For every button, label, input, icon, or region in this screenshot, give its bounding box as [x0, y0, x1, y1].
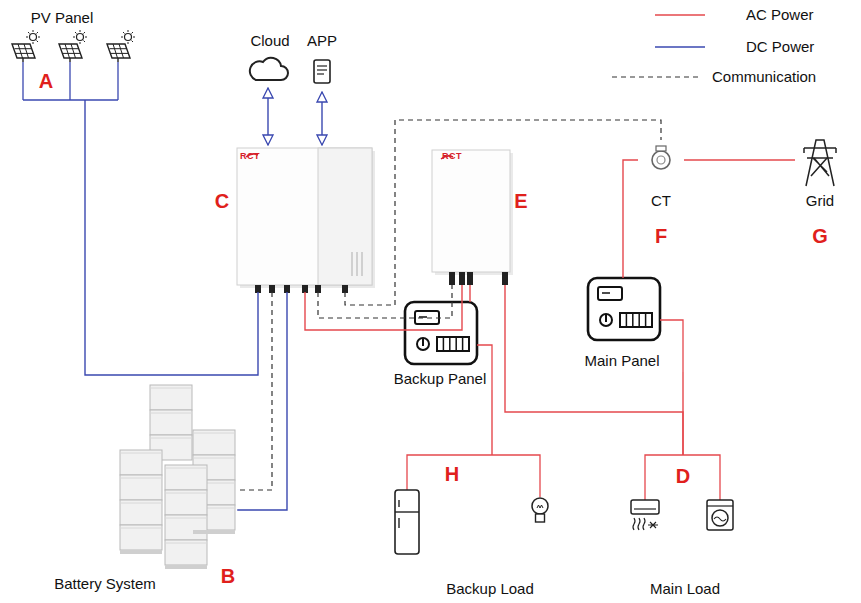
com-connector [237, 292, 272, 490]
legend-sample [655, 14, 705, 15]
device-node: CT F [638, 140, 684, 250]
dc-connector [321, 92, 322, 145]
ac-connector [491, 390, 492, 455]
callout-letter: E [514, 190, 527, 213]
node-label: PV Panel [31, 9, 94, 26]
node-label: Cloud [250, 32, 289, 49]
device-node: Main Panel [575, 278, 690, 372]
device-node: Cloud [240, 30, 300, 88]
node-label: Main Load [650, 580, 720, 597]
device-node: RCT E [425, 145, 530, 285]
com-connector [318, 285, 452, 318]
callout-letter: A [39, 70, 53, 93]
legend-text: DC Power [746, 38, 814, 55]
ac-connector [469, 285, 470, 302]
dc-connector [267, 88, 268, 145]
callout-letter: C [215, 190, 229, 213]
legend-text: AC Power [746, 6, 814, 23]
callout-letter: G [812, 225, 828, 248]
node-label: Grid [806, 192, 834, 209]
dc-connector [237, 292, 287, 510]
node-label: Backup Load [446, 580, 534, 597]
callout-letter: F [655, 225, 667, 248]
device-node: GridG [795, 135, 845, 250]
device-node: Battery System B [40, 385, 237, 600]
device-node: PV PanelA [5, 5, 140, 100]
callout-letter: H [445, 463, 459, 486]
node-label: CT [651, 192, 671, 209]
com-connector [345, 120, 661, 305]
device-node: RCT C [205, 145, 385, 292]
ac-connector [505, 285, 683, 455]
device-node: APP [302, 30, 344, 92]
dc-connector [85, 100, 258, 375]
device-node: D Main Load [620, 455, 755, 600]
ac-connector [623, 160, 638, 278]
legend-sample [655, 46, 705, 47]
device-node: H Backup Load [385, 455, 555, 600]
legend-sample [612, 76, 702, 77]
ac-connector [305, 285, 462, 330]
legend-text: Communication [712, 68, 816, 85]
device-node: Backup Panel [390, 302, 498, 390]
callout-letter: D [676, 465, 690, 488]
node-label: Battery System [54, 575, 156, 592]
ac-connector [682, 372, 683, 455]
callout-letter: B [221, 565, 235, 588]
node-label: APP [307, 32, 337, 49]
node-label: Backup Panel [394, 370, 487, 387]
brand-logo: RCT [240, 151, 260, 161]
node-label: Main Panel [584, 352, 659, 369]
brand-logo: RCT [442, 151, 462, 161]
ac-connector [684, 159, 795, 160]
